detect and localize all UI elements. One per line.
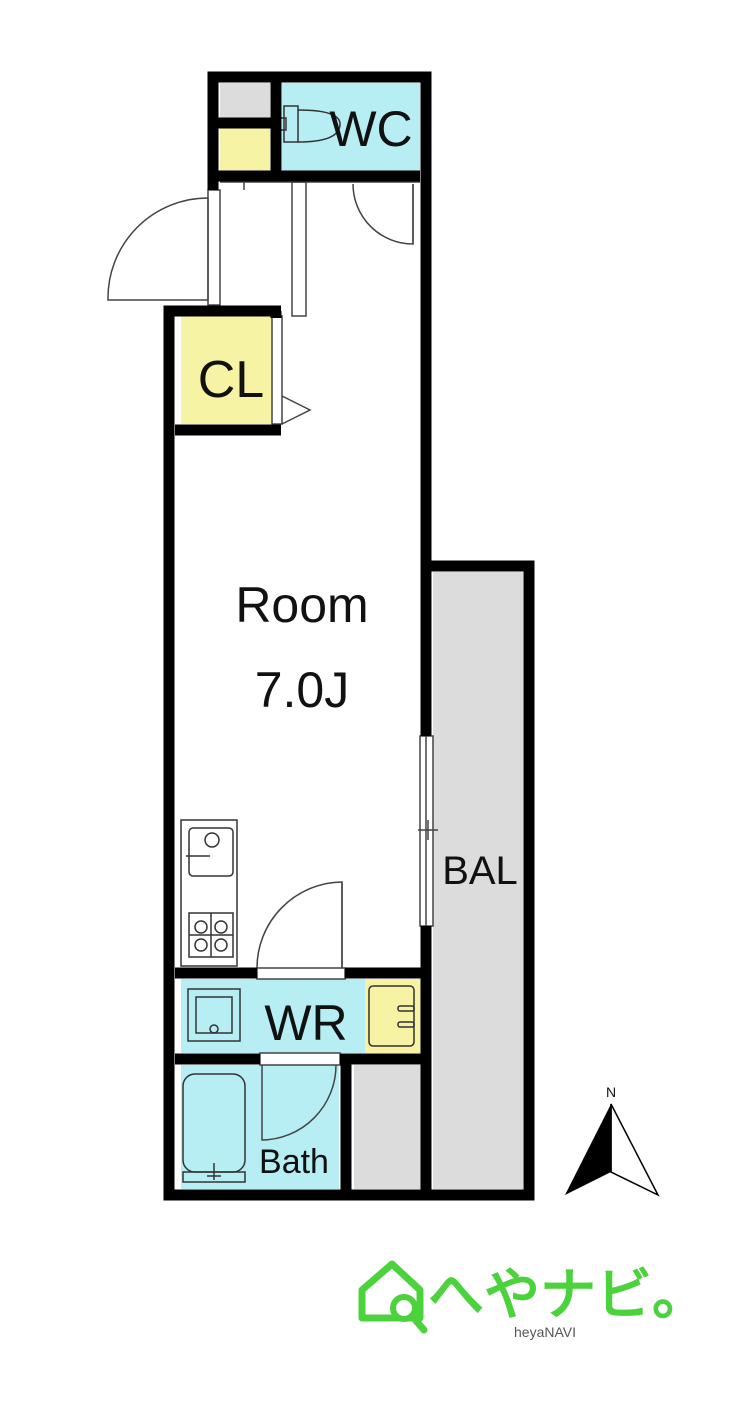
logo-subtext: heyaNAVI [514,1324,576,1340]
magnifier-icon [390,1294,418,1322]
wr-fixtures [187,985,415,1047]
room-fills [181,83,523,1189]
washbasin-icon [368,985,415,1047]
heyanavi-logo: へやナビ。 heyaNAVI [358,1260,708,1340]
north-label: N [606,1084,616,1100]
washbasin-area [365,979,421,1053]
wc-area [282,83,420,171]
balcony-area [433,572,523,1189]
kitchen [180,819,238,967]
bal-label: BAL [442,849,518,893]
bathtub-icon [182,1073,246,1183]
bath-label: Bath [259,1143,329,1181]
faucet-icon [204,832,220,848]
wc-label: WC [329,101,412,157]
cl-label: CL [198,351,264,409]
outer-wall-top [207,71,432,566]
wc-door-swing [352,183,414,245]
kitchen-counter [180,819,238,967]
closet-area [181,316,271,424]
walls [163,71,535,1201]
wr-label: WR [264,995,347,1051]
wr-door-swing [256,881,343,969]
bath-side-storage [354,1065,421,1189]
sink-icon [188,827,234,877]
closet-door [271,315,283,425]
house-icon [358,1260,424,1322]
compass: N [565,1084,660,1197]
compass-arrow-icon [565,1104,611,1195]
closet-door-arrow [281,395,312,425]
shelf-area [220,83,270,118]
entrance-door-swing [107,197,209,301]
logo-text: へやナビ。 [428,1263,708,1328]
bath-door-swing [261,1064,337,1141]
room-size-label: 7.0J [255,662,350,718]
wr-door-sill [256,967,346,980]
labels: WC CL Room 7.0J BAL WR Bath [198,101,518,1181]
washing-machine-icon [187,988,241,1042]
entrance-frame [207,189,221,306]
corridor-frame [291,181,307,317]
bath-door-sill [259,1052,341,1066]
small-storage [220,128,270,171]
bath-area [181,1065,339,1189]
room-name-label: Room [235,577,368,633]
